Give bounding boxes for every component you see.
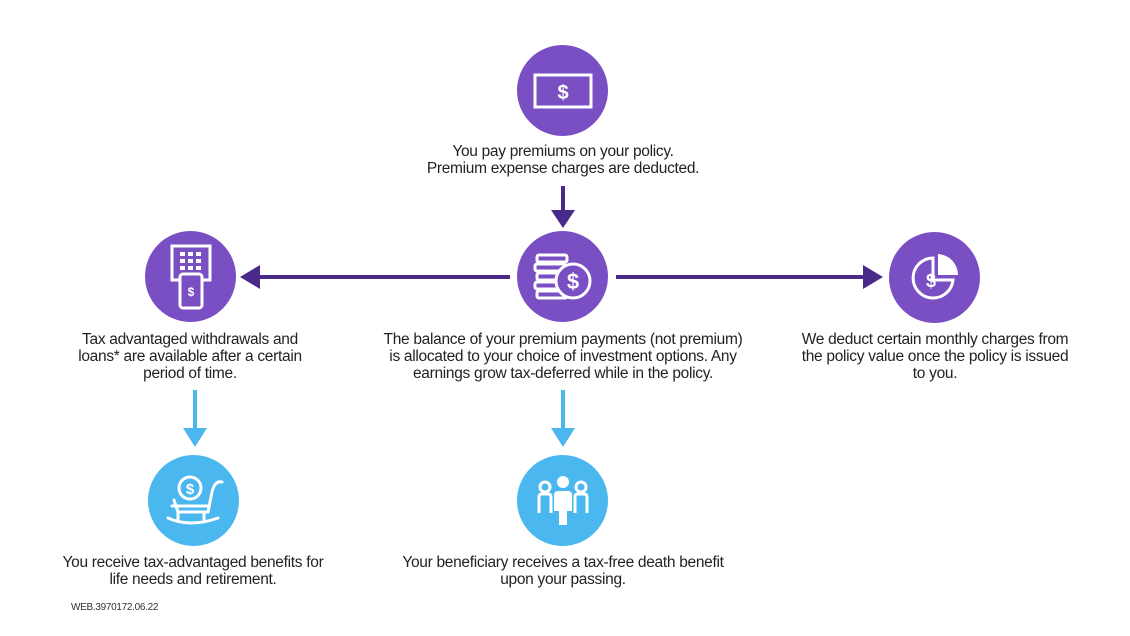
document-code: WEB.3970172.06.22 — [71, 602, 159, 613]
svg-text:$: $ — [925, 271, 935, 291]
premium-label: You pay premiums on your policy. Premium… — [426, 143, 700, 177]
pie-chart-dollar-icon: $ — [911, 253, 958, 299]
retirement-node: $ — [148, 455, 239, 546]
arrow-balance-to-charges — [616, 265, 883, 289]
atm-icon: $ — [170, 244, 211, 309]
dollar-bill-icon: $ — [533, 73, 592, 108]
family-icon — [537, 475, 588, 525]
coins-dollar-icon: $ — [533, 253, 591, 299]
arrow-withdrawals-to-retirement — [183, 390, 207, 447]
svg-text:$: $ — [557, 82, 568, 104]
svg-text:$: $ — [566, 269, 578, 294]
arrow-premium-to-balance — [551, 186, 575, 228]
arrow-balance-to-withdrawals — [240, 265, 510, 289]
svg-text:$: $ — [187, 285, 194, 299]
withdrawals-node: $ — [145, 231, 236, 322]
balance-label: The balance of your premium payments (no… — [383, 331, 743, 382]
rocking-chair-icon: $ — [166, 475, 223, 524]
beneficiary-label: Your beneficiary receives a tax-free dea… — [402, 554, 724, 588]
balance-node: $ — [517, 231, 608, 322]
beneficiary-node — [517, 455, 608, 546]
charges-node: $ — [889, 232, 980, 323]
charges-label: We deduct certain monthly charges from t… — [801, 331, 1069, 382]
retirement-label: You receive tax-advantaged benefits for … — [62, 554, 324, 588]
svg-text:$: $ — [185, 481, 194, 498]
withdrawals-label: Tax advantaged withdrawals and loans* ar… — [78, 331, 302, 382]
arrow-balance-to-beneficiary — [551, 390, 575, 447]
premium-node: $ — [517, 45, 608, 136]
